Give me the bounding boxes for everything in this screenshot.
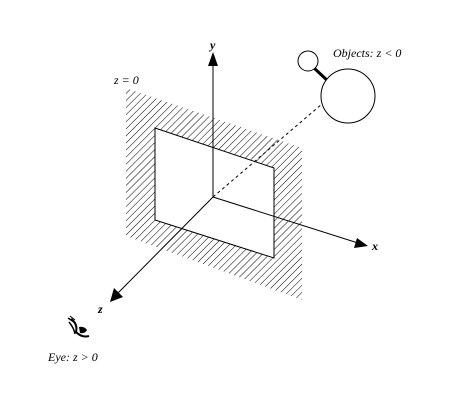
- x-axis-label: x: [371, 239, 378, 253]
- eye-icon: [67, 315, 90, 338]
- y-axis-arrowhead: [208, 52, 218, 66]
- objects-label: Objects: z < 0: [333, 46, 401, 60]
- z-axis-arrowhead: [110, 288, 123, 302]
- plane-label: z = 0: [113, 73, 139, 87]
- x-axis-arrowhead: [354, 238, 368, 248]
- eye-label: Eye: z > 0: [47, 350, 98, 364]
- z-axis-label: z: [97, 302, 103, 316]
- y-axis-label: y: [208, 38, 216, 52]
- molecule-objects-icon: [297, 50, 376, 124]
- objects-small-circle: [297, 50, 319, 72]
- objects-large-circle: [320, 68, 376, 124]
- z-axis-line: [117, 196, 214, 294]
- x-axis-line: [212, 196, 359, 244]
